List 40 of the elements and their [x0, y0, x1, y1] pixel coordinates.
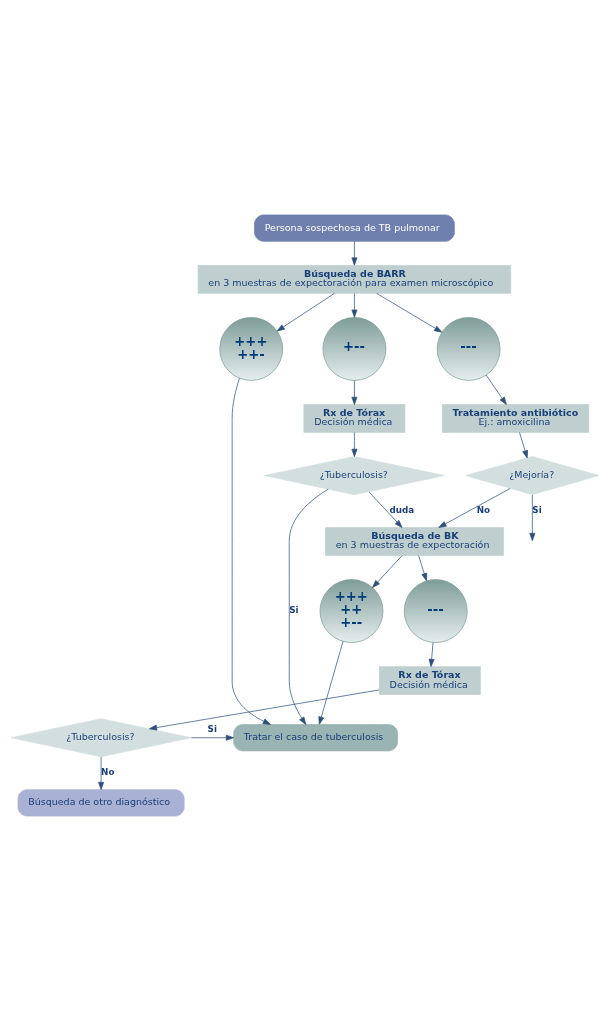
node-box: Tratamiento antibiótico Ej.: amoxicilina	[441, 403, 590, 433]
arrow	[351, 292, 358, 318]
arrow	[149, 689, 380, 730]
node-box: Búsqueda de BARR en 3 muestras de expectoración para examen microscópico	[197, 264, 512, 294]
arrow	[529, 494, 536, 541]
arrow	[191, 734, 234, 741]
arrow	[376, 292, 443, 333]
node-circle: ---	[436, 316, 501, 381]
node-box: Rx de Tórax Decisión médica	[378, 665, 481, 695]
arrow	[428, 641, 435, 667]
arrow	[372, 554, 403, 588]
arrow	[485, 374, 507, 405]
node-circle: +--	[322, 316, 387, 381]
edge-label: duda	[389, 504, 415, 515]
node-diamond: ¿Tuberculosis?	[10, 717, 192, 757]
edge-label: Si	[532, 504, 542, 515]
edge-label: Si	[207, 723, 217, 734]
node-box: Búsqueda de BK en 3 muestras de expectoración	[325, 526, 504, 556]
arrow	[351, 431, 358, 457]
arrow	[351, 240, 358, 266]
node-box: Rx de Tórax Decisión médica	[303, 403, 406, 433]
node-box: Persona sospechosa de TB pulmonar	[254, 214, 455, 242]
node-circle: ---	[403, 578, 468, 643]
arrow	[351, 379, 358, 405]
arrow	[418, 554, 428, 581]
arrow	[519, 431, 528, 458]
arrow	[98, 756, 104, 790]
arrow	[276, 292, 335, 331]
edge-label: No	[101, 766, 115, 777]
arrow	[368, 491, 403, 528]
node-box: Búsqueda de otro diagnóstico	[17, 788, 185, 816]
arrow	[438, 487, 511, 528]
arrow	[288, 488, 329, 725]
arrow	[231, 377, 271, 725]
edge-label: Si	[289, 604, 299, 615]
node-diamond: ¿Tuberculosis?	[264, 455, 445, 495]
node-box: Tratar el caso de tuberculosis	[233, 723, 398, 751]
node-diamond: ¿Mejoría?	[465, 455, 600, 495]
arrow	[318, 640, 344, 725]
edge-label: No	[476, 504, 491, 515]
